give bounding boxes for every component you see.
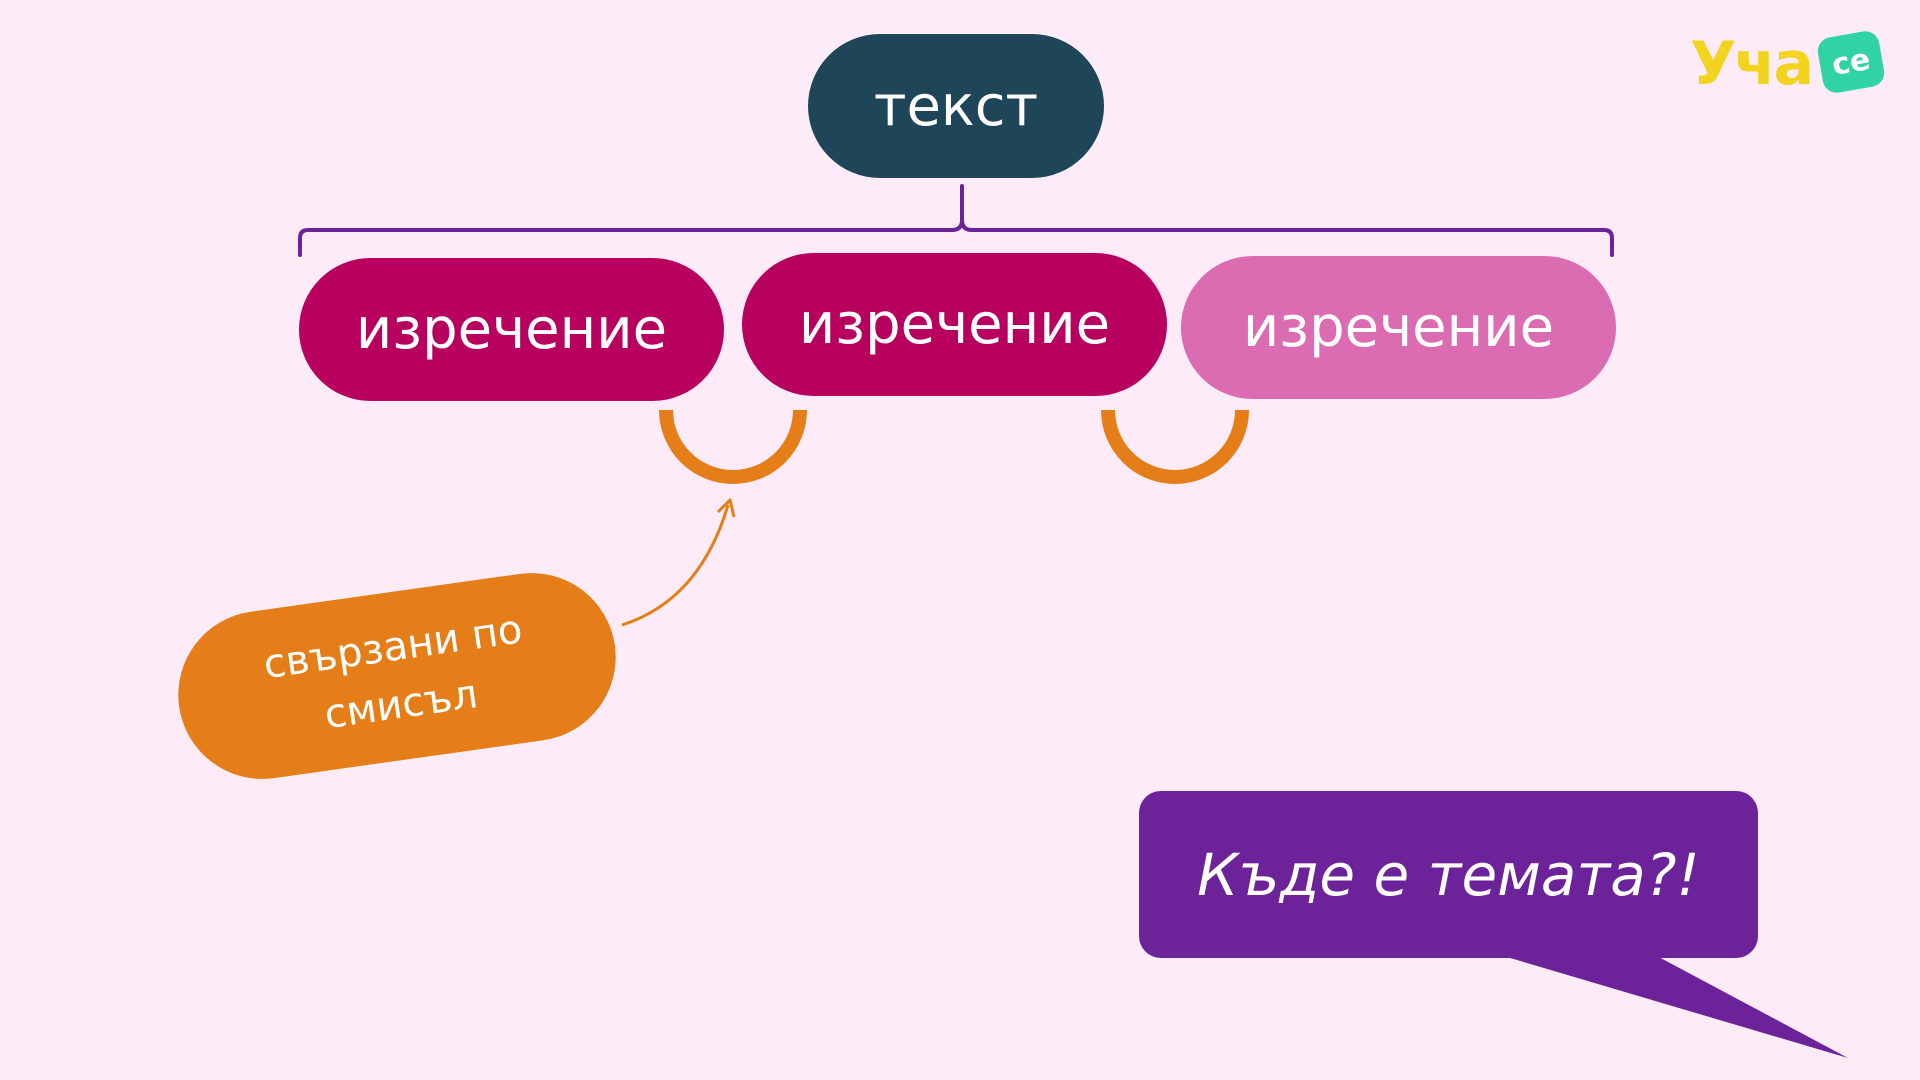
link-arc-2 [1101, 409, 1249, 484]
speech-bubble-text: Къде е темата?! [1197, 840, 1700, 909]
logo-play-badge: се [1815, 29, 1887, 95]
ucha-se-logo: Уча се [1690, 28, 1890, 108]
speech-bubble: Къде е темата?! [1139, 791, 1758, 958]
sentence-label: изречение [355, 297, 668, 362]
speech-bubble-tail [1500, 955, 1848, 1058]
root-node-label: текст [873, 73, 1039, 139]
sentence-node-3: изречение [1181, 256, 1616, 399]
sentence-node-2: изречение [742, 253, 1167, 396]
logo-text: Уча [1690, 29, 1814, 99]
link-arc-1 [659, 409, 807, 484]
note-arrow [621, 504, 730, 627]
sentence-label: изречение [1242, 295, 1555, 360]
root-node-text: текст [808, 34, 1104, 178]
note-arrowhead [716, 498, 736, 518]
brace-bracket [298, 184, 1614, 257]
sentence-node-1: изречение [299, 258, 724, 401]
sentence-label: изречение [798, 292, 1111, 357]
